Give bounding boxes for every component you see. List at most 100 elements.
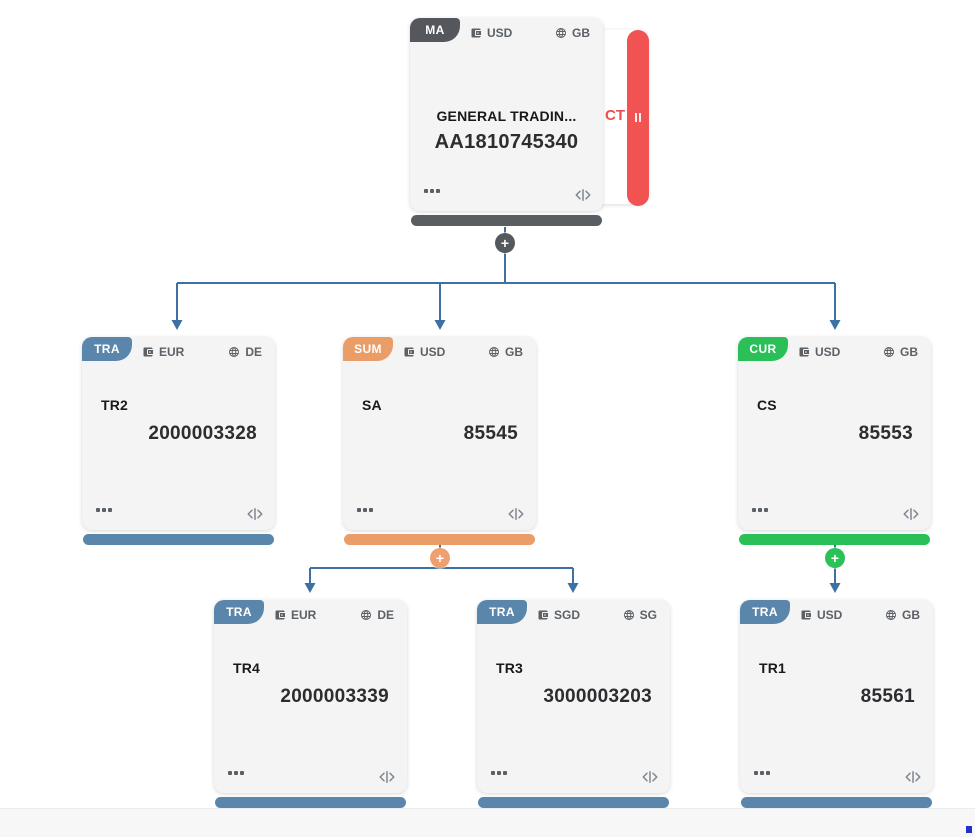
account-number: 85561 xyxy=(860,686,915,707)
account-node-tr4[interactable]: TRA EUR DE TR4 2000003339 xyxy=(214,600,407,808)
country-code: DE xyxy=(377,608,394,622)
currency-tag: EUR xyxy=(142,345,184,359)
country-code: GB xyxy=(900,345,918,359)
account-node-sa[interactable]: SUM USD GB SA 85545 xyxy=(343,337,536,545)
wallet-icon xyxy=(538,610,548,620)
more-options-icon[interactable] xyxy=(96,499,114,517)
account-type-badge: MA xyxy=(410,18,460,42)
wallet-icon xyxy=(471,28,481,38)
country-tag: DE xyxy=(360,608,394,622)
account-name: TR2 xyxy=(101,397,129,413)
currency-code: USD xyxy=(817,608,843,622)
add-child-button-master[interactable]: + xyxy=(495,233,515,253)
more-options-icon[interactable] xyxy=(491,762,509,780)
more-options-icon[interactable] xyxy=(752,499,770,517)
account-type-badge: SUM xyxy=(343,337,393,361)
account-type-badge: TRA xyxy=(740,600,790,624)
currency-code: USD xyxy=(420,345,446,359)
node-color-bar xyxy=(83,534,274,545)
account-card[interactable]: TRA USD GB TR1 85561 xyxy=(740,600,933,793)
account-number: 85553 xyxy=(858,423,913,444)
attachment-toggle-button[interactable] xyxy=(627,30,649,206)
account-node-master[interactable]: CT MA USD GB GENERAL TRADIN... AA1810745… xyxy=(410,18,649,226)
currency-tag: USD xyxy=(403,345,445,359)
account-number: 2000003339 xyxy=(280,686,389,707)
country-tag: SG xyxy=(623,608,657,622)
currency-code: SGD xyxy=(554,608,581,622)
country-tag: GB xyxy=(885,608,920,622)
globe-icon xyxy=(623,610,634,620)
account-card[interactable]: TRA SGD SG TR3 3000003203 xyxy=(477,600,670,793)
add-child-button-cur[interactable]: + xyxy=(825,548,845,568)
pause-icon xyxy=(634,109,642,127)
currency-tag: USD xyxy=(798,345,840,359)
wallet-icon xyxy=(801,610,811,620)
node-color-bar xyxy=(411,215,602,226)
country-tag: GB xyxy=(883,345,918,359)
account-name: TR3 xyxy=(496,660,524,676)
country-code: GB xyxy=(572,26,590,40)
expand-width-icon[interactable] xyxy=(904,768,922,786)
account-card[interactable]: TRA EUR DE TR2 2000003328 xyxy=(82,337,275,530)
account-card[interactable]: TRA EUR DE TR4 2000003339 xyxy=(214,600,407,793)
account-number: 3000003203 xyxy=(543,686,652,707)
more-options-icon[interactable] xyxy=(357,499,375,517)
account-number: AA1810745340 xyxy=(434,131,579,153)
wallet-icon xyxy=(143,347,153,357)
node-color-bar xyxy=(739,534,930,545)
account-card[interactable]: MA USD GB GENERAL TRADIN... AA1810745340 xyxy=(410,18,603,211)
account-name: TR1 xyxy=(759,660,787,676)
globe-icon xyxy=(886,610,896,620)
currency-tag: USD xyxy=(470,26,512,40)
account-card[interactable]: SUM USD GB SA 85545 xyxy=(343,337,536,530)
account-number: 85545 xyxy=(463,423,518,444)
country-tag: DE xyxy=(228,345,262,359)
account-name: GENERAL TRADIN... xyxy=(436,108,577,124)
currency-tag: USD xyxy=(800,608,842,622)
more-options-icon[interactable] xyxy=(228,762,246,780)
country-code: SG xyxy=(639,608,657,622)
node-color-bar xyxy=(215,797,406,808)
more-options-icon[interactable] xyxy=(754,762,772,780)
currency-code: USD xyxy=(487,26,513,40)
account-node-cs[interactable]: CUR USD GB CS 85553 xyxy=(738,337,931,545)
account-node-tr3[interactable]: TRA SGD SG TR3 3000003203 xyxy=(477,600,670,808)
more-options-icon[interactable] xyxy=(424,180,442,198)
node-color-bar xyxy=(478,797,669,808)
account-name: SA xyxy=(362,397,382,413)
expand-width-icon[interactable] xyxy=(902,505,920,523)
account-type-badge: TRA xyxy=(477,600,527,624)
wallet-icon xyxy=(404,347,414,357)
account-type-badge: CUR xyxy=(738,337,788,361)
account-card[interactable]: CUR USD GB CS 85553 xyxy=(738,337,931,530)
globe-icon xyxy=(229,347,240,357)
globe-icon xyxy=(884,347,894,357)
node-color-bar xyxy=(344,534,535,545)
currency-tag: SGD xyxy=(537,608,580,622)
globe-icon xyxy=(556,28,566,38)
account-node-tr2[interactable]: TRA EUR DE TR2 2000003328 xyxy=(82,337,275,545)
expand-width-icon[interactable] xyxy=(574,186,592,204)
wallet-icon xyxy=(799,347,809,357)
expand-width-icon[interactable] xyxy=(641,768,659,786)
currency-code: EUR xyxy=(291,608,317,622)
country-code: GB xyxy=(505,345,523,359)
account-type-badge: TRA xyxy=(82,337,132,361)
globe-icon xyxy=(489,347,499,357)
currency-code: EUR xyxy=(159,345,185,359)
account-name: CS xyxy=(757,397,777,413)
country-tag: GB xyxy=(488,345,523,359)
account-type-badge: TRA xyxy=(214,600,264,624)
currency-code: USD xyxy=(815,345,841,359)
account-node-tr1[interactable]: TRA USD GB TR1 85561 xyxy=(740,600,933,808)
account-name: TR4 xyxy=(233,660,261,676)
expand-width-icon[interactable] xyxy=(246,505,264,523)
add-child-button-sum[interactable]: + xyxy=(430,548,450,568)
node-color-bar xyxy=(741,797,932,808)
expand-width-icon[interactable] xyxy=(507,505,525,523)
attachment-label: CT xyxy=(605,107,625,124)
footer-strip xyxy=(0,808,975,837)
country-code: DE xyxy=(245,345,262,359)
expand-width-icon[interactable] xyxy=(378,768,396,786)
